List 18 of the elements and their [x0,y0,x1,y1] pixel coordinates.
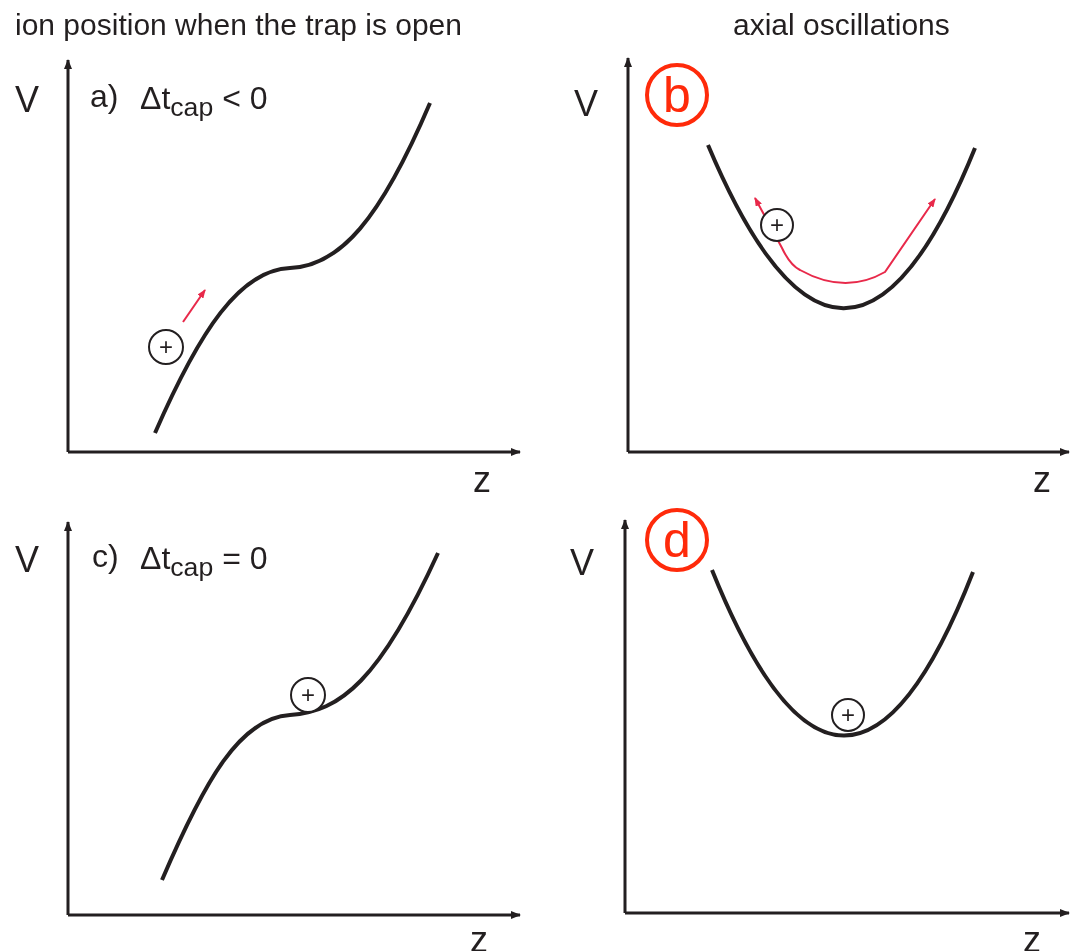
panel-heading: axial oscillations [733,10,950,40]
ion-marker: + [290,677,326,713]
condition-label: Δt$_{cap}$ < 0 [140,82,268,122]
axis-label: V [15,542,39,578]
axis-label: z [1033,462,1051,498]
axis-label: V [574,86,598,122]
axis-label: V [570,545,594,581]
panel-marker: d [645,508,709,572]
panel-marker: b [645,63,709,127]
ion-marker: + [760,208,794,242]
ion-marker: + [148,329,184,365]
panel-label: a) [90,80,119,112]
panel-label: c) [92,540,119,572]
axis-label: z [473,462,491,498]
ion-marker: + [831,698,865,732]
axis-label: V [15,82,39,118]
panel-heading: ion position when the trap is open [15,10,462,40]
condition-label: Δt$_{cap}$ = 0 [140,542,268,582]
